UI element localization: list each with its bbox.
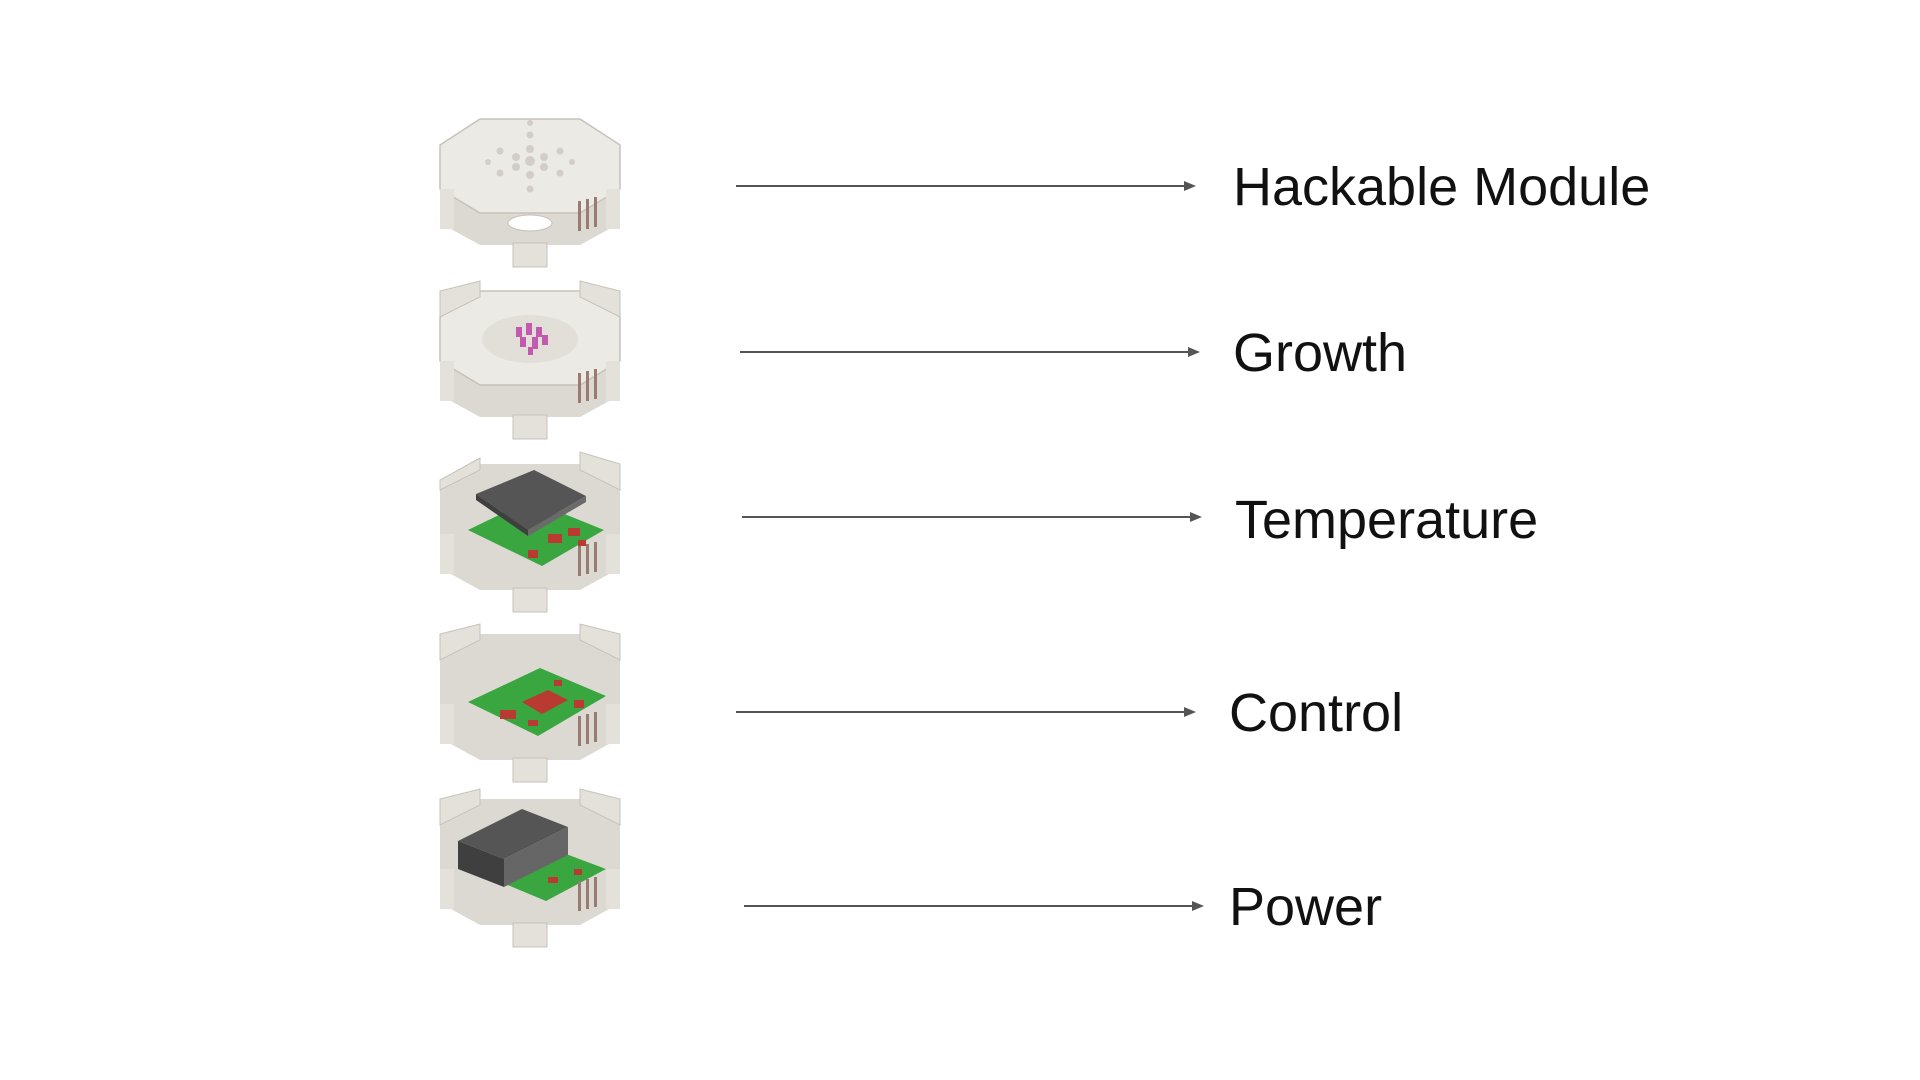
label-growth: Growth	[1233, 323, 1408, 383]
growth-module-illustration	[439, 280, 621, 440]
arrow-growth	[740, 347, 1200, 357]
hackable-module-illustration	[439, 118, 621, 268]
control-module-illustration	[439, 623, 621, 783]
label-power: Power	[1229, 877, 1383, 937]
power-module-illustration	[439, 788, 621, 948]
temperature-module-illustration	[439, 451, 621, 613]
label-hackable-module: Hackable Module	[1233, 157, 1651, 217]
arrow-control	[736, 707, 1196, 717]
label-control: Control	[1229, 683, 1404, 743]
arrow-hackable-module	[736, 181, 1196, 191]
arrow-temperature	[742, 512, 1202, 522]
arrow-power	[744, 901, 1204, 911]
label-temperature: Temperature	[1235, 490, 1539, 550]
